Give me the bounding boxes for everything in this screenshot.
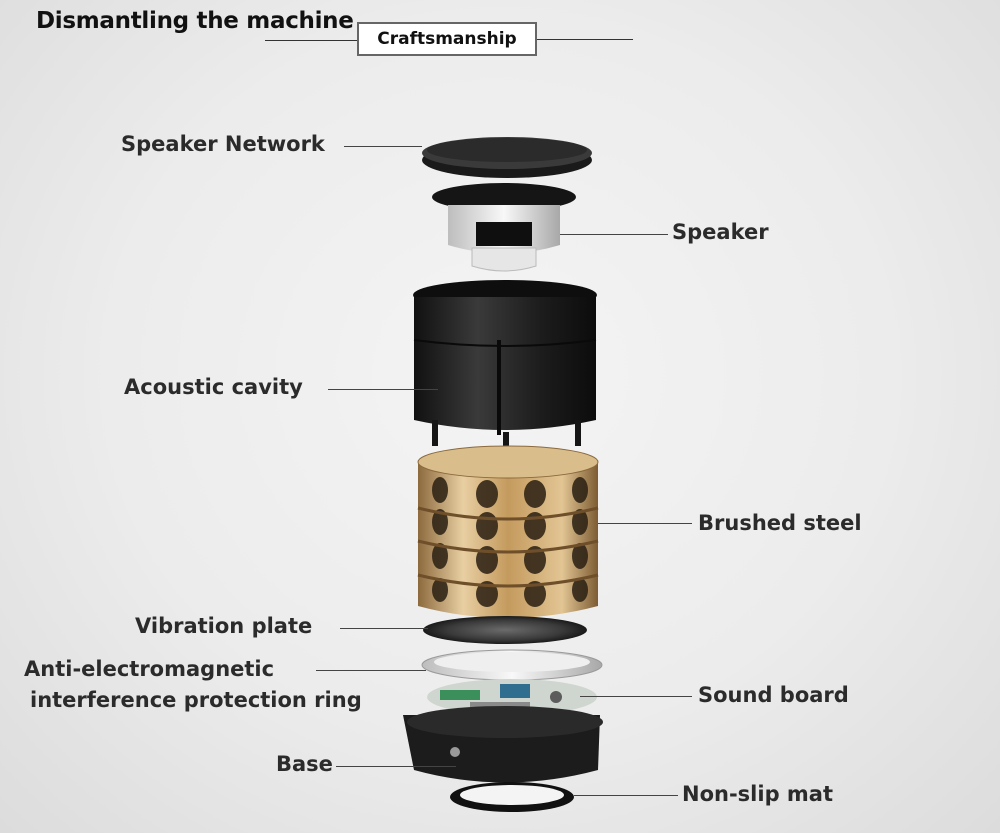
sound-board-part	[427, 679, 597, 715]
label-speaker-network: Speaker Network	[121, 132, 325, 156]
leader-speaker	[560, 234, 668, 235]
page-title: Dismantling the machine	[36, 8, 354, 34]
label-speaker: Speaker	[672, 220, 769, 244]
leader-acoustic-cavity	[328, 389, 438, 390]
leader-sound-board	[580, 696, 692, 697]
acoustic-cavity-part	[413, 280, 597, 450]
label-base: Base	[276, 752, 333, 776]
leader-anti-em	[316, 670, 426, 671]
label-brushed-steel: Brushed steel	[698, 511, 862, 535]
non-slip-mat-part	[450, 782, 574, 812]
label-non-slip-mat: Non-slip mat	[682, 782, 833, 806]
leader-base	[336, 766, 456, 767]
craftsmanship-badge: Craftsmanship	[357, 22, 537, 56]
leader-non-slip-mat	[574, 795, 678, 796]
vibration-plate-part	[423, 616, 587, 644]
badge-connector-line	[537, 39, 633, 40]
base-part	[403, 706, 603, 783]
label-anti-em-line2: interference protection ring	[30, 688, 362, 712]
title-connector-line	[265, 40, 357, 41]
speaker-driver-part	[432, 183, 576, 272]
anti-em-ring-part	[421, 649, 603, 681]
label-vibration-plate: Vibration plate	[135, 614, 313, 638]
label-sound-board: Sound board	[698, 683, 849, 707]
leader-speaker-network	[344, 146, 422, 147]
brushed-steel-part	[417, 445, 599, 618]
label-anti-em-line1: Anti-electromagnetic	[24, 657, 275, 681]
label-acoustic-cavity: Acoustic cavity	[124, 375, 303, 399]
leader-brushed-steel	[598, 523, 692, 524]
speaker-network-part	[422, 137, 592, 178]
leader-vibration-plate	[340, 628, 428, 629]
